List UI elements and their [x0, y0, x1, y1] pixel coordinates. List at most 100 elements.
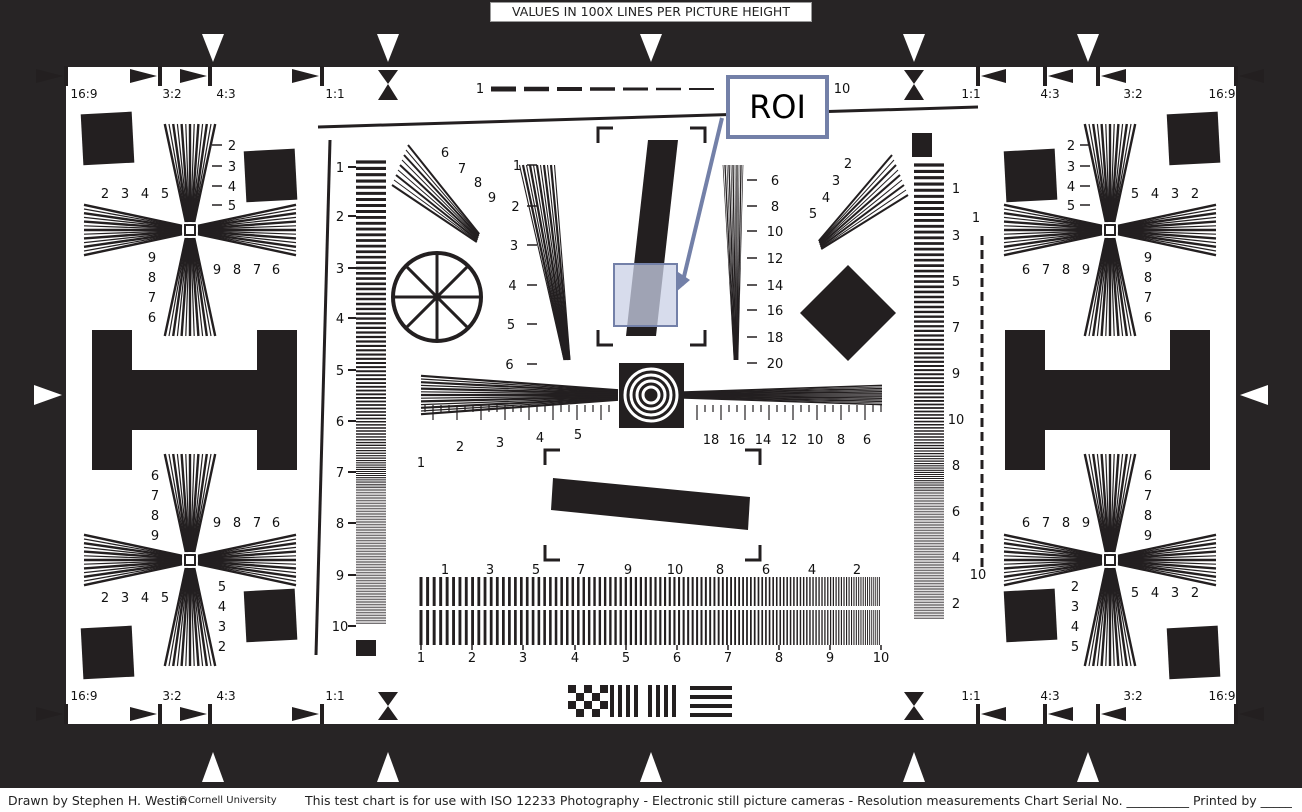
- quadrant-bottom-right-wedge-line: [1113, 453, 1137, 553]
- quadrant-bottom-left-wedge-line: [83, 546, 183, 559]
- quadrant-top-right-wedge-line: [1117, 231, 1217, 248]
- quadrant-label: 3: [121, 591, 129, 606]
- slanted-square: [1003, 588, 1058, 643]
- quadrant-label: 2: [228, 139, 236, 154]
- aspect-label-top-right: 4:3: [1040, 87, 1059, 101]
- center-vertical-left-label: 3: [510, 239, 518, 254]
- center-horizontal-wedge-line: [420, 398, 619, 416]
- roi-arrowhead: [676, 272, 690, 292]
- center-vertical-right-label: 8: [771, 200, 779, 215]
- quadrant-label: 8: [233, 516, 241, 531]
- quadrant-bottom-right-wedge-line: [1112, 567, 1132, 667]
- quadrant-bottom-right-wedge-line: [1003, 555, 1103, 560]
- marker-triangle: [378, 706, 398, 720]
- diagonal-right-wedge-line: [820, 189, 907, 249]
- corner-bracket: [690, 126, 707, 143]
- diagonal-left-label: 9: [488, 191, 496, 206]
- quadrant-label: 5: [1131, 586, 1139, 601]
- quadrant-top-right-wedge-line: [1003, 230, 1103, 235]
- right-vertical-scale-label: 7: [952, 321, 960, 336]
- quadrant-bottom-left-wedge-line: [191, 453, 204, 553]
- roi-callout-label: ROI: [726, 75, 829, 139]
- quadrant-label: 6: [151, 469, 159, 484]
- quadrant-label: 8: [1144, 509, 1152, 524]
- quadrant-top-left-wedge-line: [197, 231, 297, 244]
- quadrant-label: 5: [228, 199, 236, 214]
- quadrant-bottom-left-wedge-line: [193, 453, 217, 553]
- quadrant-top-right-wedge-line: [1117, 225, 1217, 230]
- quadrant-top-right-wedge-line: [1083, 237, 1107, 337]
- slanted-diamond: [800, 265, 896, 361]
- center-horizontal-wedge-line: [420, 378, 619, 392]
- diagonal-right-wedge-line: [818, 164, 897, 244]
- footer-statement: This test chart is for use with ISO 1223…: [305, 793, 1292, 808]
- quadrant-bottom-right-wedge-line: [1110, 567, 1120, 667]
- quadrant-bottom-left-wedge-line: [190, 453, 200, 553]
- circle-spoke: [404, 264, 470, 330]
- center-vertical-right-label: 12: [767, 252, 784, 267]
- quadrant-top-left-wedge-line: [193, 237, 217, 337]
- quadrant-top-left-wedge-line: [83, 212, 183, 229]
- slanted-square: [1166, 625, 1221, 680]
- diagonal-left-wedge-line: [405, 149, 480, 236]
- center-horizontal-wedge-line: [420, 384, 619, 394]
- quadrant-label: 2: [218, 640, 226, 655]
- aspect-arrow: [36, 69, 63, 83]
- right-vertical-scale-label: 10: [948, 413, 965, 428]
- frame-marker-triangle: [377, 34, 399, 62]
- quadrant-top-right-wedge-line: [1100, 237, 1110, 337]
- quadrant-label: 2: [1071, 580, 1079, 595]
- quadrant-top-left-wedge-line: [191, 237, 204, 337]
- quadrant-top-left-wedge-line: [180, 123, 190, 223]
- slant-edge-line-top: [317, 105, 979, 129]
- bottom-scale-label: 10: [873, 651, 890, 666]
- center-vertical-left-label: 2: [511, 200, 519, 215]
- aspect-label-top-right: 1:1: [961, 87, 980, 101]
- quadrant-top-left-wedge-line: [83, 216, 183, 229]
- quadrant-label: 9: [151, 529, 159, 544]
- quadrant-bottom-right-wedge-line: [1117, 562, 1217, 582]
- quadrant-top-left-wedge-line: [185, 123, 190, 223]
- quadrant-top-right-wedge-line: [1117, 232, 1217, 252]
- left-vertical-scale-label: 4: [336, 312, 344, 327]
- quadrant-top-left-wedge-line: [83, 208, 183, 228]
- center-horizontal-left-label: 3: [496, 436, 504, 451]
- quadrant-top-right-wedge-line: [1117, 230, 1217, 240]
- quadrant-top-right-wedge-line: [1117, 212, 1217, 229]
- diagonal-left-wedge-line: [391, 184, 478, 243]
- quadrant-bottom-right-wedge-line: [1003, 560, 1103, 565]
- quadrant-bottom-right-wedge-line: [1117, 550, 1217, 560]
- quadrant-bottom-right-wedge-line: [1088, 567, 1108, 667]
- diagonal-right-label: 2: [844, 157, 852, 172]
- center-horizontal-right-label: 6: [863, 433, 871, 448]
- quadrant-bottom-left-center-square: [184, 554, 196, 566]
- quadrant-label: 5: [1071, 640, 1079, 655]
- quadrant-top-left-center-square: [184, 224, 196, 236]
- frame-marker-triangle: [377, 752, 399, 782]
- diagonal-left-wedge-line: [407, 144, 480, 235]
- center-vertical-wedge-line: [722, 164, 735, 361]
- right-vertical-scale-label: 8: [952, 459, 960, 474]
- roi-region-box: [613, 263, 678, 327]
- aspect-arrow: [981, 69, 1006, 83]
- diagonal-right-wedge-line: [820, 194, 909, 250]
- quadrant-label: 6: [1144, 311, 1152, 326]
- quadrant-top-left-wedge-line: [83, 230, 183, 240]
- quadrant-label: 6: [148, 311, 156, 326]
- center-vertical-wedge-line: [736, 164, 740, 361]
- quadrant-bottom-right-wedge-line: [1096, 453, 1109, 553]
- center-horizontal-wedge-line: [683, 395, 883, 399]
- center-vertical-wedge-line: [535, 164, 569, 361]
- quadrant-bottom-left-wedge-line: [83, 561, 183, 574]
- quadrant-bottom-right-wedge-line: [1003, 561, 1103, 578]
- quadrant-bottom-right-wedge-line: [1110, 453, 1115, 553]
- diagonal-left-label: 8: [474, 176, 482, 191]
- bottom-scale-label: 9: [826, 651, 834, 666]
- center-vertical-right-label: 14: [767, 279, 784, 294]
- checkerboard-cell: [592, 709, 600, 717]
- quadrant-top-left-wedge-line: [83, 233, 183, 257]
- quadrant-top-left-wedge-line: [193, 123, 217, 223]
- aspect-arrow: [36, 707, 63, 721]
- diagonal-left-wedge-line: [401, 159, 479, 238]
